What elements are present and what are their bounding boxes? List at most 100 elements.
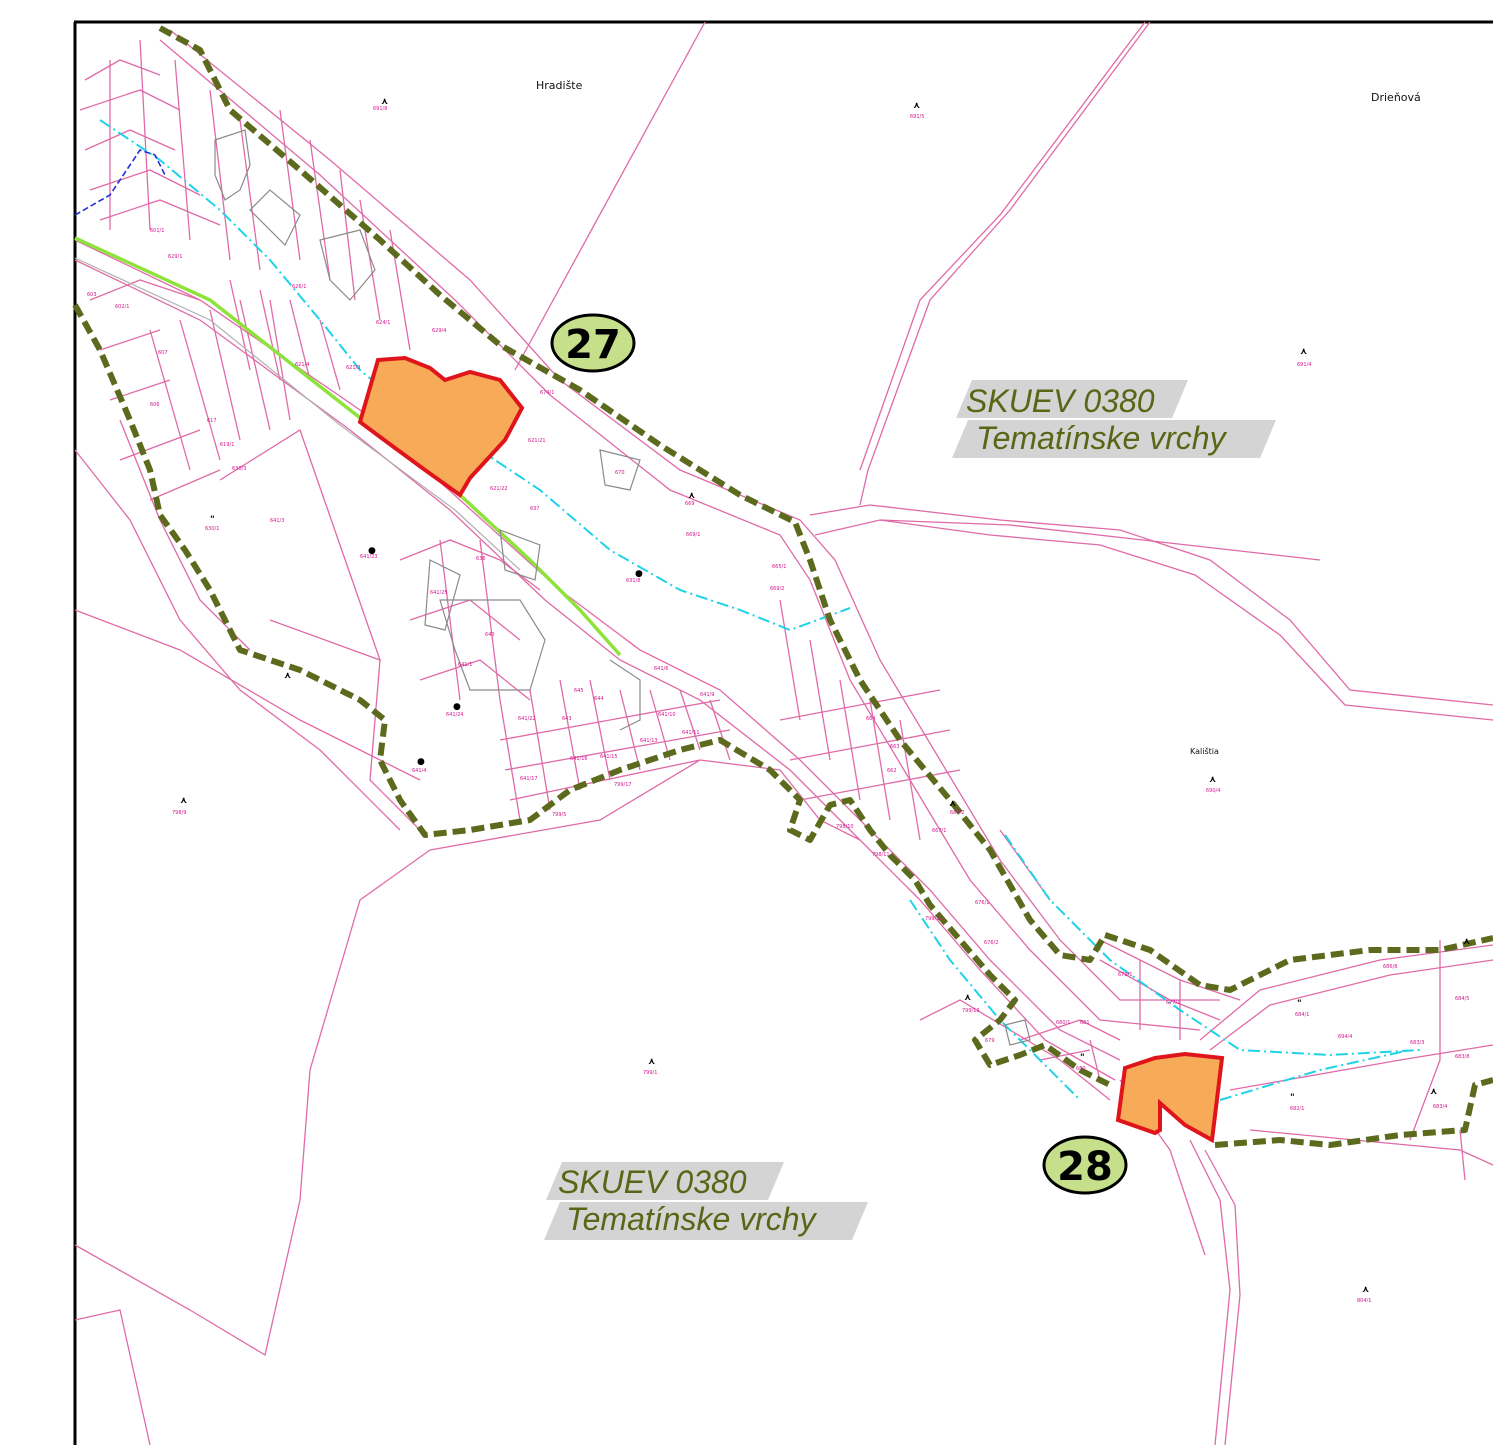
map-symbols: ⋏ ⋏ ⋏ ⋏ ⋏ ⋏ ⋏ ⋏ ⋏ ⋏ ⋏ ⋏ ⋏ ● ● ● ● " " " …: [180, 97, 1470, 1295]
meadow-symbol: ": [1297, 999, 1302, 1009]
parcel-number: 679/1: [1118, 972, 1132, 978]
forest-symbol: ⋏: [1362, 1285, 1369, 1295]
parcel-number-labels: 691/8691/5691/4690/4798/9799/1804/1641/2…: [87, 106, 1469, 1304]
protected-area-name: Tematínske vrchy: [566, 1201, 818, 1237]
parcel-number: 799/5: [552, 812, 566, 818]
parcel-number: 680/1: [1056, 1020, 1070, 1026]
parcel-number: 617: [207, 418, 217, 424]
site-badge-27[interactable]: 27: [550, 313, 636, 373]
parcel-number: 679: [985, 1038, 995, 1044]
meadow-symbol: ": [210, 515, 215, 525]
parcel-number: 694/4: [1338, 1034, 1352, 1040]
forest-symbol: ⋏: [1209, 775, 1216, 785]
site-number: 27: [565, 322, 621, 368]
parcel-number: 799/17: [614, 782, 632, 788]
parcel-number: 641/11: [682, 730, 700, 736]
site-27-polygon[interactable]: [357, 355, 525, 498]
place-names: Hradište Drieňová Kalištia: [536, 79, 1421, 756]
forest-symbol: ⋏: [688, 491, 695, 501]
forest-symbol: ⋏: [949, 799, 956, 809]
parcel-number: 641/15: [600, 754, 618, 760]
building-outlines: [214, 129, 1031, 1046]
meadow-symbol: ●: [368, 546, 376, 556]
development-sites: [357, 355, 1225, 1144]
parcel-number: 683/4: [1433, 1104, 1447, 1110]
parcel-number: 607: [158, 350, 168, 356]
parcel-number: 683/8: [1455, 1054, 1469, 1060]
parcel-number: 684/5: [1455, 996, 1469, 1002]
parcel-number: 644: [594, 696, 604, 702]
parcel-number: 680: [1076, 1066, 1086, 1072]
forest-symbol: ⋏: [180, 796, 187, 806]
parcel-number: 691/5: [910, 114, 924, 120]
site-number: 28: [1057, 1144, 1113, 1190]
forest-symbol: ⋏: [964, 993, 971, 1003]
parcel-number: 798/10: [836, 824, 854, 830]
place-name-hradiste: Hradište: [536, 79, 583, 92]
protected-area-boundary: [72, 25, 1493, 1148]
parcel-number: 670: [615, 470, 625, 476]
place-name-kalistia: Kalištia: [1190, 746, 1219, 756]
parcel-number: 682/1: [1290, 1106, 1304, 1112]
parcel-number: 684/1: [1295, 1012, 1309, 1018]
parcel-number: 645: [574, 688, 584, 694]
forest-symbol: ⋏: [1463, 937, 1470, 947]
parcel-number: 631/8: [626, 578, 640, 584]
parcel-number: 621/21: [528, 438, 546, 444]
parcel-number: 637: [530, 506, 540, 512]
parcel-number: 799/1: [643, 1070, 657, 1076]
parcel-number: 690/4: [1206, 788, 1220, 794]
parcel-number: 691/8: [373, 106, 387, 112]
meadow-symbol: ●: [635, 569, 643, 579]
parcel-number: 630/3: [232, 466, 246, 472]
parcel-number: 641/22: [518, 716, 536, 722]
site-badge-28[interactable]: 28: [1042, 1135, 1128, 1195]
site-28-polygon[interactable]: [1115, 1051, 1225, 1144]
parcel-number: 641/10: [658, 712, 676, 718]
parcel-number: 641/23: [360, 554, 378, 560]
parcel-number: 602/1: [115, 304, 129, 310]
meadow-symbol: ●: [453, 702, 461, 712]
parcel-number: 640: [485, 632, 495, 638]
parcel-number: 621/4: [295, 362, 309, 368]
district-line: [74, 149, 166, 216]
parcel-number: 799/13: [962, 1008, 980, 1014]
parcel-number: 641/16: [570, 756, 588, 762]
protected-area-label-lower: SKUEV 0380 Tematínske vrchy: [544, 1162, 868, 1240]
parcel-boundaries: [74, 21, 1493, 1445]
parcel-number: 683/3: [1410, 1040, 1424, 1046]
parcel-number: 626/1: [292, 284, 306, 290]
parcel-number: 799/12: [925, 916, 943, 922]
protected-area-code: SKUEV 0380: [558, 1164, 747, 1200]
parcel-number: 681: [1080, 1020, 1090, 1026]
parcel-number: 636: [476, 556, 486, 562]
parcel-number: 643: [562, 716, 572, 722]
parcel-number: 663: [890, 744, 900, 750]
parcel-number: 606: [150, 402, 160, 408]
parcel-number: 669: [685, 501, 695, 507]
parcel-number: 674/1: [540, 390, 554, 396]
parcel-number: 601/1: [150, 228, 164, 234]
parcel-number: 641/9: [700, 692, 714, 698]
protected-area-code: SKUEV 0380: [966, 383, 1155, 419]
parcel-number: 629/1: [168, 254, 182, 260]
parcel-number: 641/3: [270, 518, 284, 524]
parcel-number: 641/6: [654, 666, 668, 672]
parcel-number: 621/3: [346, 365, 360, 371]
parcel-number: 621/22: [490, 486, 508, 492]
forest-symbol: ⋏: [1300, 347, 1307, 357]
parcel-number: 662: [887, 768, 897, 774]
meadow-symbol: ●: [417, 757, 425, 767]
parcel-number: 677/1: [1166, 1000, 1180, 1006]
parcel-number: 798/11: [872, 852, 890, 858]
parcel-number: 686/8: [1383, 964, 1397, 970]
map-frame: [73, 20, 1493, 1445]
meadow-symbol: ": [1080, 1053, 1085, 1063]
parcel-number: 676/2: [984, 940, 998, 946]
parcel-number: 669/2: [770, 586, 784, 592]
meadow-symbol: ": [1290, 1093, 1295, 1103]
parcel-number: 664: [866, 716, 876, 722]
parcel-number: 641/1: [458, 662, 472, 668]
parcel-number: 804/1: [1357, 1298, 1371, 1304]
